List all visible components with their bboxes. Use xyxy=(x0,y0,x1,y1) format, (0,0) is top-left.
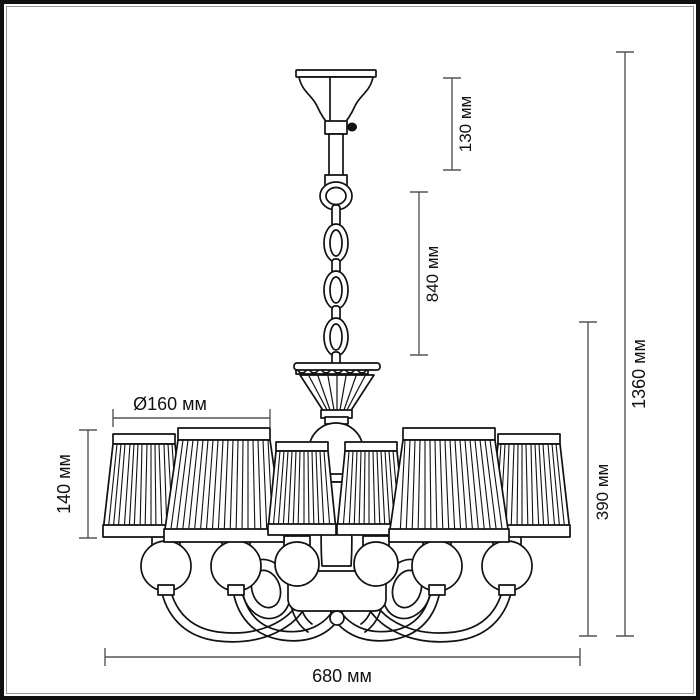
lamp-shade-left-front xyxy=(163,427,285,543)
chandelier-figure xyxy=(102,69,571,643)
dimension-label-1360mm: 1360 мм xyxy=(629,339,649,409)
upper-bowl xyxy=(293,362,381,419)
dimension-680mm xyxy=(104,648,581,666)
hanging-ring xyxy=(319,181,353,211)
suspension-rod xyxy=(324,120,357,190)
chain xyxy=(323,204,349,369)
dimension-label-160mm: Ø160 мм xyxy=(133,394,207,414)
lamp-shade-left-back xyxy=(102,433,186,538)
bulb-sphere-left-3 xyxy=(274,535,320,587)
lamp-shade-right-front xyxy=(388,427,510,543)
bulb-sphere-right-2 xyxy=(411,535,463,596)
ceiling-canopy xyxy=(295,69,377,127)
dimension-label-140mm: 140 мм xyxy=(54,454,74,514)
lamp-shade-left-inner xyxy=(267,441,337,536)
dimension-160mm xyxy=(112,409,271,427)
dimension-label-390mm: 390 мм xyxy=(593,464,612,520)
dimension-lines-group xyxy=(79,51,634,666)
dimension-1360mm xyxy=(616,51,634,637)
bulb-sphere-right-1 xyxy=(481,535,533,596)
bulb-sphere-right-3 xyxy=(353,535,399,587)
dimension-140mm xyxy=(79,429,97,539)
dimension-label-130mm: 130 мм xyxy=(456,96,475,152)
dimension-label-680mm: 680 мм xyxy=(312,666,372,686)
bulb-sphere-left-1 xyxy=(140,535,192,596)
dimension-840mm xyxy=(410,191,428,356)
dimension-130mm xyxy=(443,77,461,171)
dimension-label-840mm: 840 мм xyxy=(423,246,442,302)
bulb-sphere-left-2 xyxy=(210,535,262,596)
dimension-390mm xyxy=(579,321,597,637)
